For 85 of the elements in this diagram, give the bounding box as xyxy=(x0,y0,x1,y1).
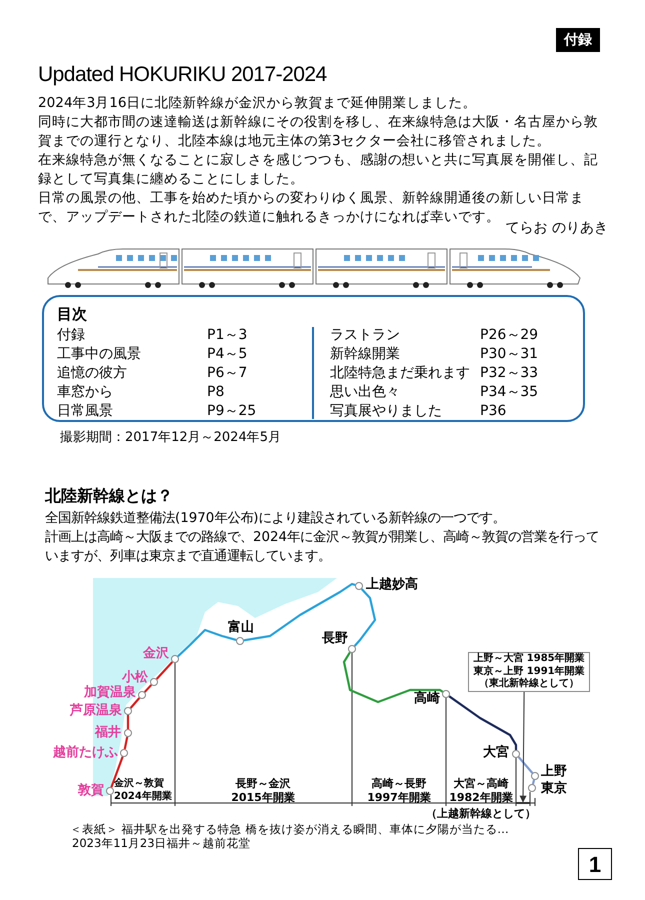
contents-heading: 目次 xyxy=(57,304,87,325)
callout-box: 上野～大宮 1985年開業 東京～上野 1991年開業 （東北新幹線として） xyxy=(468,652,590,692)
railway-line xyxy=(156,661,174,680)
contents-entry: 追憶の彼方 xyxy=(57,364,127,382)
intro-paragraph: 同時に大都市間の速達輸送は新幹線にその役割を移し、在来線特急は大阪・名古屋から敦賀までの運行となり、北陸本線は地元主体の第3セクター会社に移管されました。 xyxy=(38,113,599,151)
page-range: P30～31 xyxy=(480,345,538,363)
page-range: P1～3 xyxy=(207,326,248,344)
station-label: 大宮 xyxy=(483,745,509,760)
page-range: P4～5 xyxy=(207,345,248,363)
railway-line xyxy=(110,756,124,788)
page-range: P34～35 xyxy=(480,383,538,401)
contents-entry: 付録 xyxy=(57,326,85,344)
railway-line xyxy=(126,715,130,729)
station-label: 加賀温泉 xyxy=(84,685,136,700)
station-marker xyxy=(236,637,244,645)
railway-line xyxy=(342,652,444,704)
segment-label: 2024年開業 xyxy=(114,790,170,804)
contents-panel xyxy=(42,295,585,422)
railway-line xyxy=(244,582,356,642)
appendix-tag: 付録 xyxy=(556,28,600,52)
station-marker xyxy=(442,690,450,698)
railway-line xyxy=(130,697,140,709)
station-label: 越前たけふ xyxy=(53,745,118,760)
section-paragraph: 全国新幹線鉄道整備法(1970年公布)により建設されている新幹線の一つです。 xyxy=(45,510,507,528)
railway-line xyxy=(532,780,536,784)
segment-label: 1982年開業 xyxy=(448,791,514,805)
intro-paragraph: 在来線特急が無くなることに寂しさを感じつつも、感謝の想いと共に写真展を開催し、記録として写真集に纏めることにしました。 xyxy=(38,151,599,189)
station-marker xyxy=(355,582,363,590)
station-label: 東京 xyxy=(541,781,567,796)
railway-line xyxy=(354,588,376,647)
segment-label: 金沢～敦賀 xyxy=(114,777,165,790)
railway-line xyxy=(177,628,236,658)
station-marker xyxy=(512,750,520,758)
segment-label: 長野～金沢 xyxy=(234,777,292,791)
contents-entry: 写真展やりました xyxy=(330,402,442,420)
railway-line xyxy=(518,756,534,774)
station-label: 長野 xyxy=(322,631,348,646)
station-label: 金沢 xyxy=(143,646,169,661)
shooting-period-note: 撮影期間：2017年12月～2024年5月 xyxy=(60,429,281,447)
railway-line xyxy=(448,695,518,750)
page-range: P9～25 xyxy=(207,402,256,420)
segment-label: 高崎～長野 xyxy=(370,777,428,791)
station-label: 高崎 xyxy=(414,691,440,706)
contents-entry: 日常風景 xyxy=(57,402,113,420)
section-note: （上越新幹線として） xyxy=(425,807,537,821)
station-label: 富山 xyxy=(228,620,254,635)
cover-caption: 2023年11月23日福井～越前花堂 xyxy=(72,836,252,850)
station-marker xyxy=(106,787,114,795)
station-marker xyxy=(531,772,539,780)
intro-paragraph: 2024年3月16日に北陸新幹線が金沢から敦賀まで延伸開業しました。 xyxy=(38,94,478,113)
contents-entry: ラストラン xyxy=(330,326,400,344)
segment-label: 大宮～高崎 xyxy=(452,777,510,791)
page-range: P26～29 xyxy=(480,326,538,344)
section-heading: 北陸新幹線とは？ xyxy=(45,485,173,507)
station-marker xyxy=(528,784,536,792)
page-range: P8 xyxy=(207,383,224,401)
page-title: Updated HOKURIKU 2017-2024 xyxy=(38,62,327,88)
railway-line xyxy=(144,684,152,693)
station-label: 上野 xyxy=(541,764,567,779)
station-label: 敦賀 xyxy=(78,783,104,798)
station-marker xyxy=(124,729,132,737)
station-marker xyxy=(348,645,356,653)
station-label: 上越妙高 xyxy=(366,577,418,592)
segment-label: 1997年開業 xyxy=(366,791,432,805)
station-label: 芦原温泉 xyxy=(70,703,122,718)
station-label: 小松 xyxy=(122,670,148,685)
station-marker xyxy=(138,691,146,699)
page-number-box: 1 xyxy=(578,848,612,880)
contents-entry: 思い出色々 xyxy=(330,383,400,401)
page-range: P6～7 xyxy=(207,364,248,382)
cover-caption: ＜表紙＞ 福井駅を出発する特急 橋を抜け姿が消える瞬間、車体に夕陽が当たる… xyxy=(70,822,510,836)
contents-entry: 車窓から xyxy=(57,383,113,401)
station-marker xyxy=(120,749,128,757)
page-range: P32～33 xyxy=(480,364,538,382)
leader-line xyxy=(520,692,527,803)
station-marker xyxy=(171,655,179,663)
station-label: 福井 xyxy=(95,725,121,740)
section-paragraph: 計画上は高崎～大阪までの路線で、2024年に金沢～敦賀が開業し、高崎～敦賀の営業を行っていますが、列車は東京まで直通運転しています。 xyxy=(45,528,600,566)
contents-entry: 工事中の風景 xyxy=(57,345,141,363)
contents-entry: 北陸特急まだ乗れます xyxy=(330,364,470,382)
contents-entry: 新幹線開業 xyxy=(330,345,400,363)
station-marker xyxy=(150,678,158,686)
page-range: P36 xyxy=(480,402,506,420)
railway-line xyxy=(124,736,128,750)
segment-label: 2015年開業 xyxy=(230,791,296,805)
